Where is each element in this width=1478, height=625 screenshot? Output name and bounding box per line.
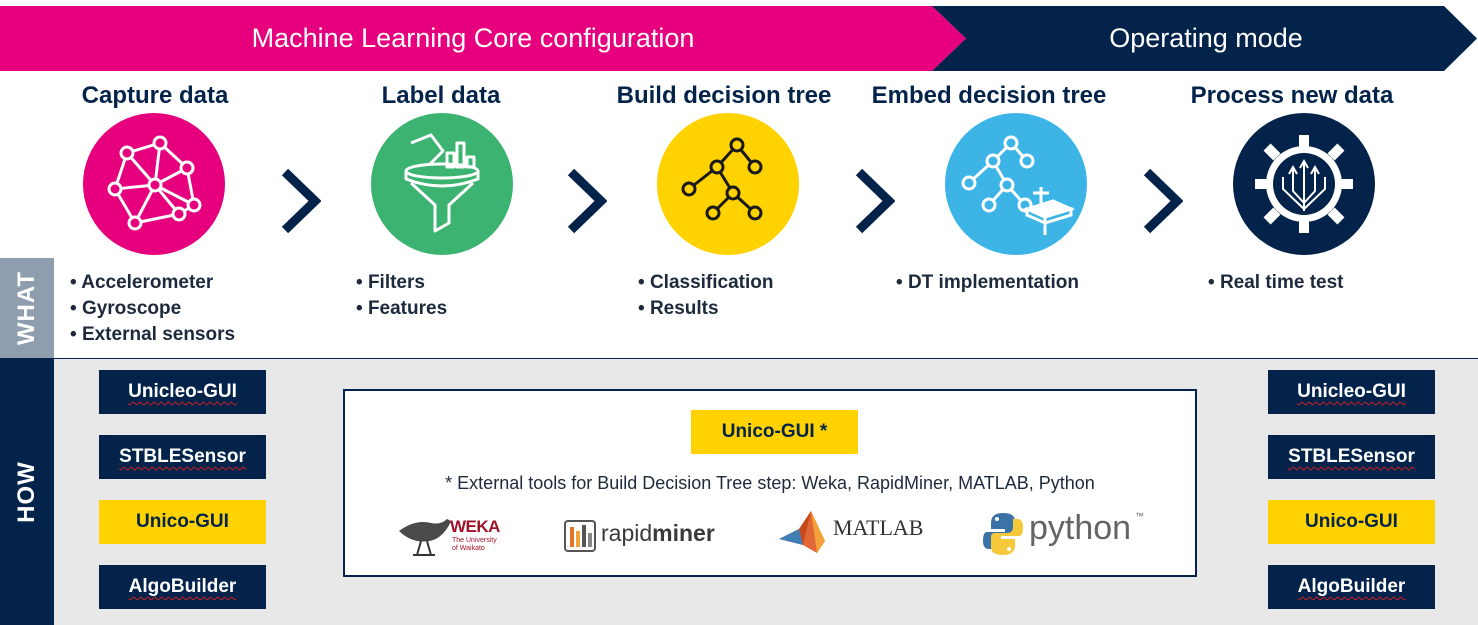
matlab-name: MATLAB	[833, 515, 924, 540]
step-process: Process new data	[1167, 82, 1417, 110]
list-item: Classification	[638, 270, 774, 296]
decision-tree-icon	[681, 137, 763, 221]
matlab-membrane-icon	[779, 511, 825, 553]
tool-stblesensor-right: STBLESensor	[1268, 435, 1435, 479]
rapidminer-name-bold: miner	[652, 520, 715, 546]
tool-label: Unicleo-GUI	[1297, 381, 1406, 402]
step-embed: Embed decision tree	[864, 82, 1114, 110]
process-bullets: Real time test	[1208, 270, 1344, 296]
what-label: WHAT	[0, 258, 54, 358]
embed-bullets: DT implementation	[896, 270, 1079, 296]
operating-banner-label: Operating mode	[1109, 23, 1303, 53]
tool-label: AlgoBuilder	[128, 576, 237, 597]
external-tools-note: * External tools for Build Decision Tree…	[445, 473, 1095, 493]
what-bar	[0, 258, 54, 358]
weka-bird-icon	[399, 519, 451, 556]
list-item: Accelerometer	[70, 270, 235, 296]
list-item: Results	[638, 296, 773, 322]
build-circle	[657, 113, 799, 255]
weka-sub1: The University	[452, 537, 497, 544]
tool-unicleo-right: Unicleo-GUI	[1268, 370, 1435, 414]
network-nodes-icon	[107, 135, 202, 231]
step-title: Process new data	[1190, 82, 1394, 109]
tool-label: AlgoBuilder	[1297, 576, 1406, 597]
weka-logo: WEKA The University of Waikato	[395, 509, 505, 559]
rapidminer-name: rapidminer	[601, 520, 715, 547]
tool-label: Unico-GUI	[1305, 511, 1398, 532]
tool-algobuilder-left: AlgoBuilder	[99, 565, 266, 609]
rapidminer-logo: rapidminer	[563, 509, 723, 559]
python-name: python	[1029, 509, 1132, 547]
python-tm: ™	[1135, 511, 1144, 521]
step-title: Embed decision tree	[871, 82, 1107, 109]
tool-stblesensor-left: STBLESensor	[99, 435, 266, 479]
embed-circle	[945, 113, 1087, 255]
banner: Machine Learning Core configuration Oper…	[0, 6, 1478, 71]
label-circle	[371, 113, 513, 255]
rapidminer-name-light: rapid	[601, 520, 653, 546]
rapidminer-icon	[564, 520, 596, 552]
banner-arrows	[0, 6, 1477, 71]
tool-label: Unico-GUI	[136, 511, 229, 532]
tool-unicleo-left: Unicleo-GUI	[99, 370, 266, 414]
python-snakes-icon	[983, 513, 1023, 555]
config-arrow	[0, 6, 966, 71]
operating-arrow	[932, 6, 1477, 71]
list-item: Real time test	[1208, 270, 1344, 296]
chevron-right-icon	[567, 168, 607, 234]
label-bullets: Filters Features	[356, 270, 447, 322]
weka-name: WEKA	[450, 517, 500, 536]
step-title: Label data	[381, 82, 501, 109]
list-item: DT implementation	[896, 270, 1079, 296]
step-title: Capture data	[81, 82, 229, 109]
what-label-text: WHAT	[13, 270, 41, 346]
list-item: Features	[356, 296, 447, 322]
chevron-right-icon	[281, 168, 321, 234]
python-logo: python ™	[983, 509, 1163, 559]
chevron-right-icon	[855, 168, 895, 234]
weka-sub2: of Waikato	[452, 545, 485, 552]
chevron-right-icon	[1143, 168, 1183, 234]
tool-algobuilder-right: AlgoBuilder	[1268, 565, 1435, 609]
list-item: Gyroscope	[70, 296, 235, 322]
step-title: Build decision tree	[616, 82, 832, 109]
capture-circle	[83, 113, 225, 255]
build-bullets: Classification Results	[638, 270, 774, 322]
process-circle	[1233, 113, 1375, 255]
how-label: HOW	[0, 358, 54, 625]
embedded-tree-icon	[961, 135, 1076, 235]
funnel-filter-icon	[404, 133, 480, 233]
tool-label: Unicleo-GUI	[128, 381, 237, 402]
gear-chip-icon	[1255, 135, 1353, 233]
list-item: External sensors	[70, 322, 235, 348]
external-tools-box: Unico-GUI * * External tools for Build D…	[343, 389, 1197, 577]
list-item: Filters	[356, 270, 447, 296]
how-bar	[0, 358, 54, 625]
config-banner-label: Machine Learning Core configuration	[251, 23, 695, 53]
tool-label: STBLESensor	[1288, 446, 1415, 467]
tool-unico-right: Unico-GUI	[1268, 500, 1435, 544]
how-label-text: HOW	[13, 460, 40, 523]
capture-bullets: Accelerometer Gyroscope External sensors	[70, 270, 235, 348]
step-build: Build decision tree	[599, 82, 849, 110]
step-capture: Capture data	[30, 82, 280, 110]
tool-label: STBLESensor	[119, 446, 246, 467]
step-label: Label data	[316, 82, 566, 110]
tool-unico-left: Unico-GUI	[99, 500, 266, 544]
unico-gui-badge: Unico-GUI *	[691, 410, 858, 454]
matlab-logo: MATLAB	[777, 509, 927, 559]
